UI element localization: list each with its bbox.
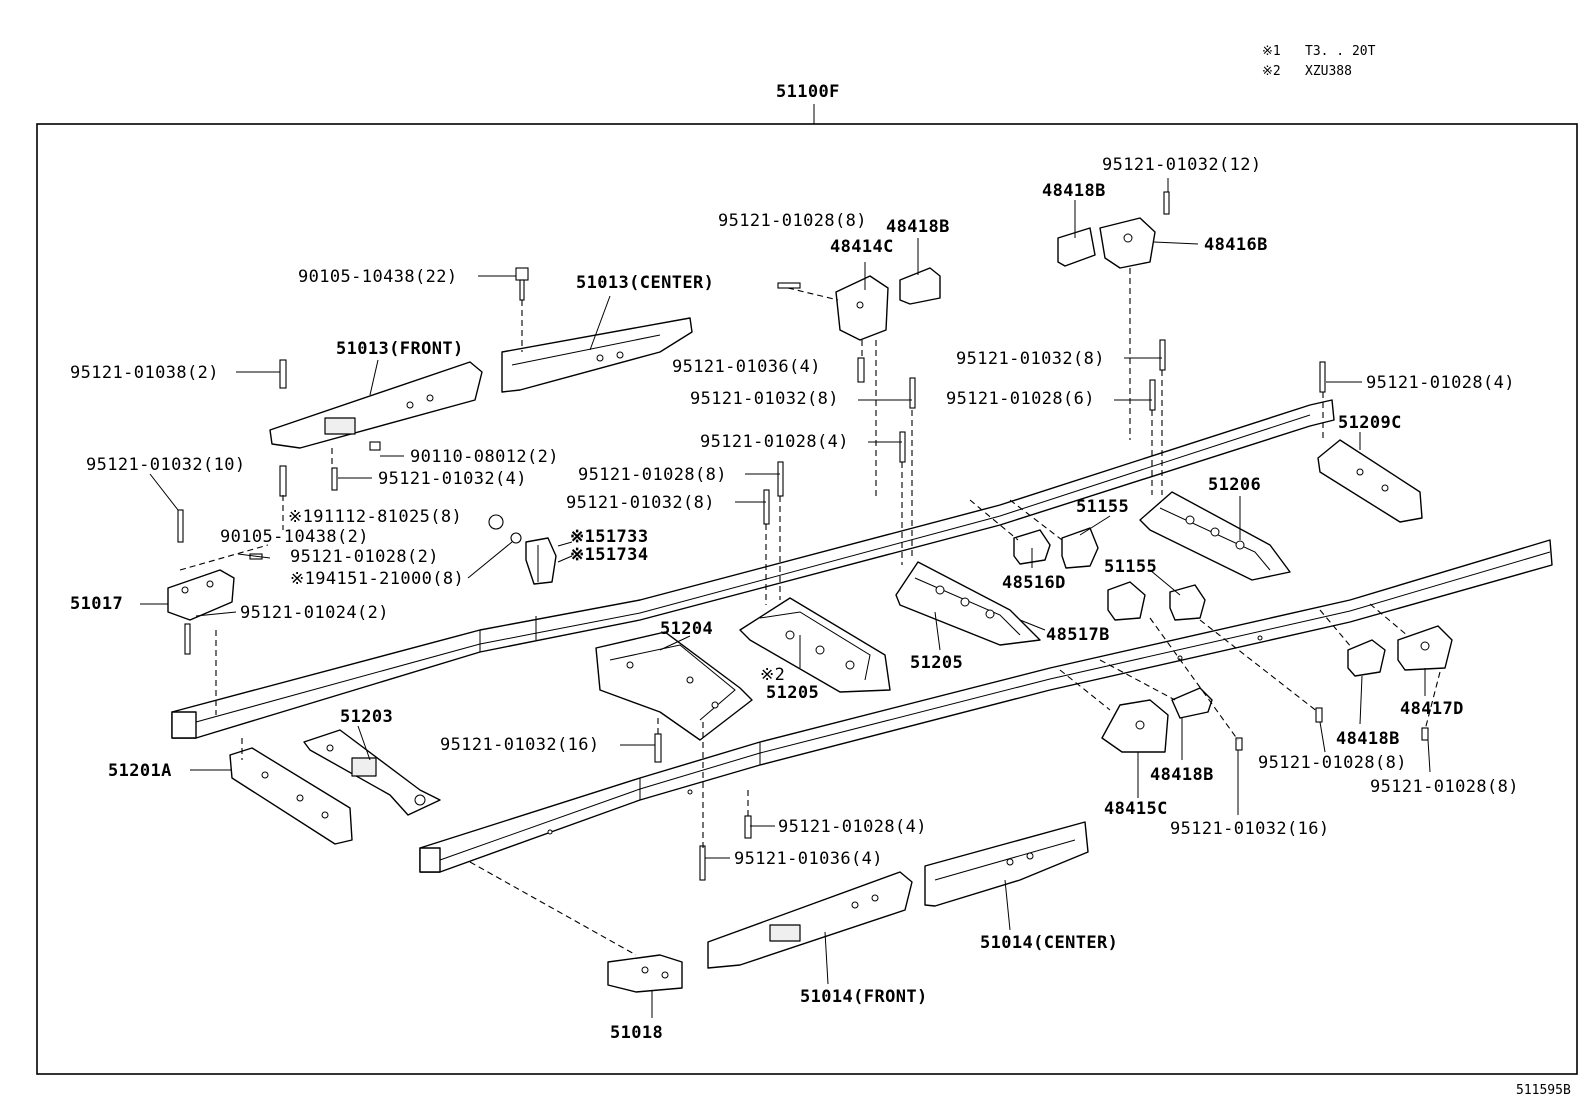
crossmember-51201a: [229, 747, 353, 845]
label-51155-upper: 51155: [1076, 497, 1129, 517]
label-194151-21000: ※194151-21000(8): [290, 569, 464, 589]
note-1-mark: ※1: [1262, 44, 1281, 59]
label-95121-01028-8-top: 95121-01028(8): [718, 211, 867, 231]
label-95121-01036-4-bot: 95121-01036(4): [734, 849, 883, 869]
label-48418b-top: 48418B: [886, 217, 950, 237]
variant-notes: ※1 T3. . 20T ※2 XZU388: [1262, 44, 1376, 79]
label-95121-01032-12: 95121-01032(12): [1102, 155, 1262, 175]
label-48416b: 48416B: [1204, 235, 1268, 255]
label-51203: 51203: [340, 707, 393, 727]
crossmember-51204: [595, 631, 753, 741]
label-95121-01028-8-r2: 95121-01028(8): [1370, 777, 1519, 797]
note-2-mark: ※2: [1262, 64, 1281, 79]
label-51734: ※151734: [570, 545, 648, 565]
fastener-labels: 90105-10438(22) 95121-01038(2) 90110-080…: [70, 155, 1519, 869]
note-2-text: XZU388: [1305, 64, 1352, 79]
installation-lines: [179, 268, 1441, 956]
label-95121-01032-10: 95121-01032(10): [86, 455, 246, 475]
label-51209c: 51209C: [1338, 413, 1402, 433]
bracket-48415c: [1101, 699, 1169, 753]
label-51201a: 51201A: [108, 761, 172, 781]
figure-code: 511595B: [1516, 1083, 1571, 1098]
label-95121-01032-8-a: 95121-01032(8): [690, 389, 839, 409]
label-51013-center: 51013(CENTER): [576, 273, 714, 293]
crossmember-51205-right: [895, 561, 1041, 646]
crossmember-51209c: [1317, 439, 1423, 523]
label-48418b-lower: 48418B: [1150, 765, 1214, 785]
label-51206: 51206: [1208, 475, 1261, 495]
label-95121-01028-6: 95121-01028(6): [946, 389, 1095, 409]
label-95121-01028-4-a: 95121-01028(4): [700, 432, 849, 452]
assembly-boundary: [36, 123, 1578, 1075]
label-95121-01028-2: 95121-01028(2): [290, 547, 439, 567]
bracket-48418b-lower: [1171, 687, 1213, 719]
reinforcement-51013-center: [501, 317, 693, 393]
label-51014-center: 51014(CENTER): [980, 933, 1118, 953]
label-95121-01032-8-c: 95121-01032(8): [956, 349, 1105, 369]
right-frame-rail: [419, 539, 1553, 873]
bracket-48417d: [1397, 625, 1453, 671]
label-95121-01032-16-b: 95121-01032(16): [1170, 819, 1330, 839]
label-51205-right: 51205: [910, 653, 963, 673]
label-48516d: 48516D: [1002, 573, 1066, 593]
label-95121-01028-4-bot: 95121-01028(4): [778, 817, 927, 837]
label-95121-01028-8-r1: 95121-01028(8): [1258, 753, 1407, 773]
label-51013-front: 51013(FRONT): [336, 339, 464, 359]
label-95121-01038-2: 95121-01038(2): [70, 363, 219, 383]
label-51204: 51204: [660, 619, 713, 639]
bracket-48418b-right: [1347, 639, 1386, 677]
label-51205-left: 51205: [766, 683, 819, 703]
label-leaders: [140, 178, 1431, 1018]
label-95121-01032-8-b: 95121-01032(8): [566, 493, 715, 513]
label-191112-81025: ※191112-81025(8): [288, 507, 462, 527]
label-90110-08012-2: 90110-08012(2): [410, 447, 559, 467]
label-95121-01032-16-a: 95121-01032(16): [440, 735, 600, 755]
bracket-48418b-top: [899, 267, 941, 305]
label-51018: 51018: [610, 1023, 663, 1043]
bracket-48414c: [835, 275, 889, 341]
label-48418b-upper: 48418B: [1042, 181, 1106, 201]
crossmember-51206: [1139, 491, 1291, 581]
clip-51733-51734: [525, 537, 557, 585]
label-95121-01028-4-right: 95121-01028(4): [1366, 373, 1515, 393]
reinforcement-51014-center: [924, 821, 1089, 907]
label-48517b: 48517B: [1046, 625, 1110, 645]
label-95121-01024-2: 95121-01024(2): [240, 603, 389, 623]
label-48417d: 48417D: [1400, 699, 1464, 719]
bracket-48516d: [1013, 529, 1051, 565]
label-90105-10438-2: 90105-10438(2): [220, 527, 369, 547]
part-labels: 51013(CENTER) 51013(FRONT) 51014(CENTER)…: [70, 181, 1464, 1043]
label-95121-01036-4-top: 95121-01036(4): [672, 357, 821, 377]
label-95121-01028-8-b: 95121-01028(8): [578, 465, 727, 485]
bracket-51155-lower: [1169, 584, 1206, 621]
label-48418b-right: 48418B: [1336, 729, 1400, 749]
reinforcement-51014-front: [707, 871, 913, 969]
bracket-48416b: [1099, 217, 1156, 269]
label-48415c: 48415C: [1104, 799, 1168, 819]
label-90105-10438-22: 90105-10438(22): [298, 267, 458, 287]
bracket-48517b: [1107, 581, 1146, 621]
label-51733: ※151733: [570, 527, 648, 547]
note-1-text: T3. . 20T: [1305, 44, 1376, 59]
bracket-51018: [607, 954, 683, 993]
label-51155-lower: 51155: [1104, 557, 1157, 577]
crossmember-51203: [303, 729, 441, 816]
crossmember-51205-left: [739, 597, 891, 693]
label-51205-note: ※2: [760, 665, 785, 685]
reinforcement-51013-front: [269, 361, 483, 449]
label-51017: 51017: [70, 594, 123, 614]
bracket-48418b-upper: [1057, 227, 1096, 267]
label-51014-front: 51014(FRONT): [800, 987, 928, 1007]
bracket-51155-upper: [1061, 527, 1099, 569]
left-frame-rail: [171, 399, 1335, 739]
label-48414c: 48414C: [830, 237, 894, 257]
bracket-51017: [167, 569, 235, 621]
label-95121-01032-4: 95121-01032(4): [378, 469, 527, 489]
assembly-label: 51100F: [776, 82, 840, 102]
